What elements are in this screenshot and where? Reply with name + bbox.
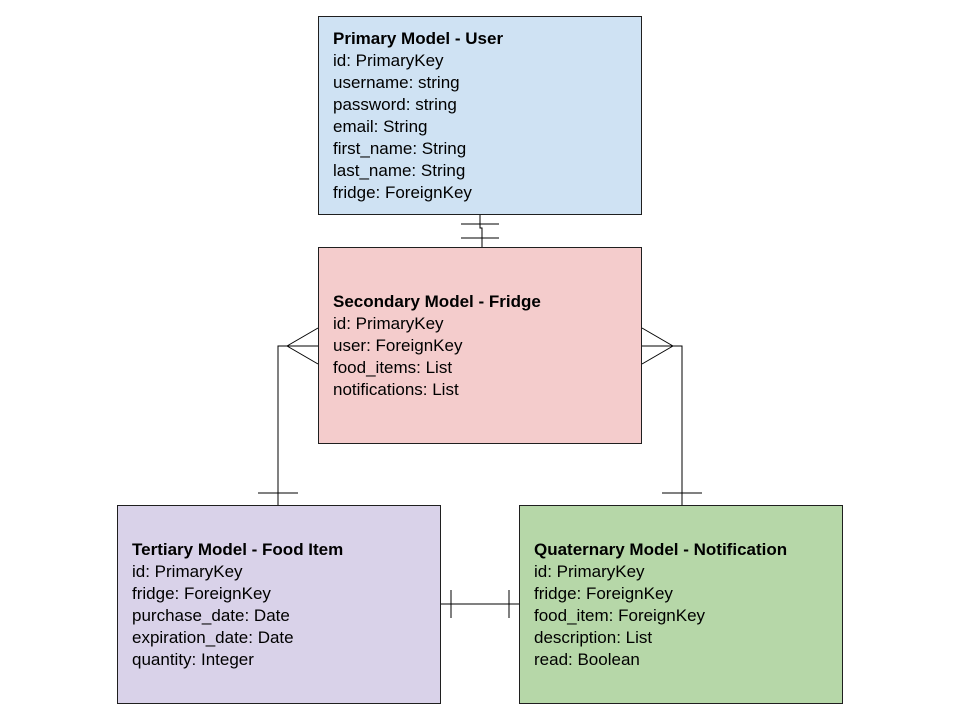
field-item: password: string bbox=[333, 94, 457, 114]
model-box-user: Primary Model - User id: PrimaryKey user… bbox=[318, 16, 642, 215]
field-item: expiration_date: Date bbox=[132, 627, 294, 647]
model-title: Tertiary Model - Food Item bbox=[132, 539, 344, 559]
field-item: email: String bbox=[333, 116, 428, 136]
connector-fridge-food-item-crowfoot-lower bbox=[286, 345, 319, 365]
field-item: fridge: ForeignKey bbox=[132, 583, 271, 603]
connector-fridge-notification-line bbox=[642, 345, 683, 505]
connector-fridge-notification bbox=[641, 327, 702, 505]
field-item: id: PrimaryKey bbox=[333, 50, 444, 70]
connector-user-fridge bbox=[461, 215, 499, 247]
field-item: first_name: String bbox=[333, 138, 467, 158]
connector-fridge-notification-crowfoot-lower bbox=[641, 345, 674, 365]
model-box-food-item: Tertiary Model - Food Item id: PrimaryKe… bbox=[117, 505, 441, 704]
connector-user-fridge-line bbox=[479, 215, 483, 247]
field-item: id: PrimaryKey bbox=[534, 561, 645, 581]
field-item: last_name: String bbox=[333, 160, 466, 180]
model-box-fridge: Secondary Model - Fridge id: PrimaryKey … bbox=[318, 247, 642, 444]
connector-food-item-notification bbox=[441, 590, 519, 618]
field-item: description: List bbox=[534, 627, 653, 647]
model-title: Secondary Model - Fridge bbox=[333, 291, 541, 311]
model-box-notification: Quaternary Model - Notification id: Prim… bbox=[519, 505, 843, 704]
field-item: notifications: List bbox=[333, 379, 459, 399]
field-list: id: PrimaryKey fridge: ForeignKey purcha… bbox=[132, 561, 426, 671]
field-item: food_item: ForeignKey bbox=[534, 605, 706, 625]
model-title: Quaternary Model - Notification bbox=[534, 539, 788, 559]
field-list: id: PrimaryKey user: ForeignKey food_ite… bbox=[333, 313, 627, 401]
model-title: Primary Model - User bbox=[333, 28, 504, 48]
connector-fridge-food-item bbox=[258, 327, 319, 505]
connector-fridge-food-item-crowfoot-upper bbox=[286, 327, 319, 347]
field-list: id: PrimaryKey username: string password… bbox=[333, 50, 627, 204]
field-item: id: PrimaryKey bbox=[333, 313, 444, 333]
field-item: fridge: ForeignKey bbox=[333, 182, 472, 202]
field-item: read: Boolean bbox=[534, 649, 640, 669]
field-item: food_items: List bbox=[333, 357, 453, 377]
connector-fridge-food-item-line bbox=[277, 345, 318, 505]
connector-fridge-notification-crowfoot-upper bbox=[641, 327, 674, 347]
field-item: purchase_date: Date bbox=[132, 605, 290, 625]
field-item: quantity: Integer bbox=[132, 649, 254, 669]
field-item: user: ForeignKey bbox=[333, 335, 463, 355]
field-item: id: PrimaryKey bbox=[132, 561, 243, 581]
field-list: id: PrimaryKey fridge: ForeignKey food_i… bbox=[534, 561, 828, 671]
field-item: fridge: ForeignKey bbox=[534, 583, 673, 603]
field-item: username: string bbox=[333, 72, 460, 92]
